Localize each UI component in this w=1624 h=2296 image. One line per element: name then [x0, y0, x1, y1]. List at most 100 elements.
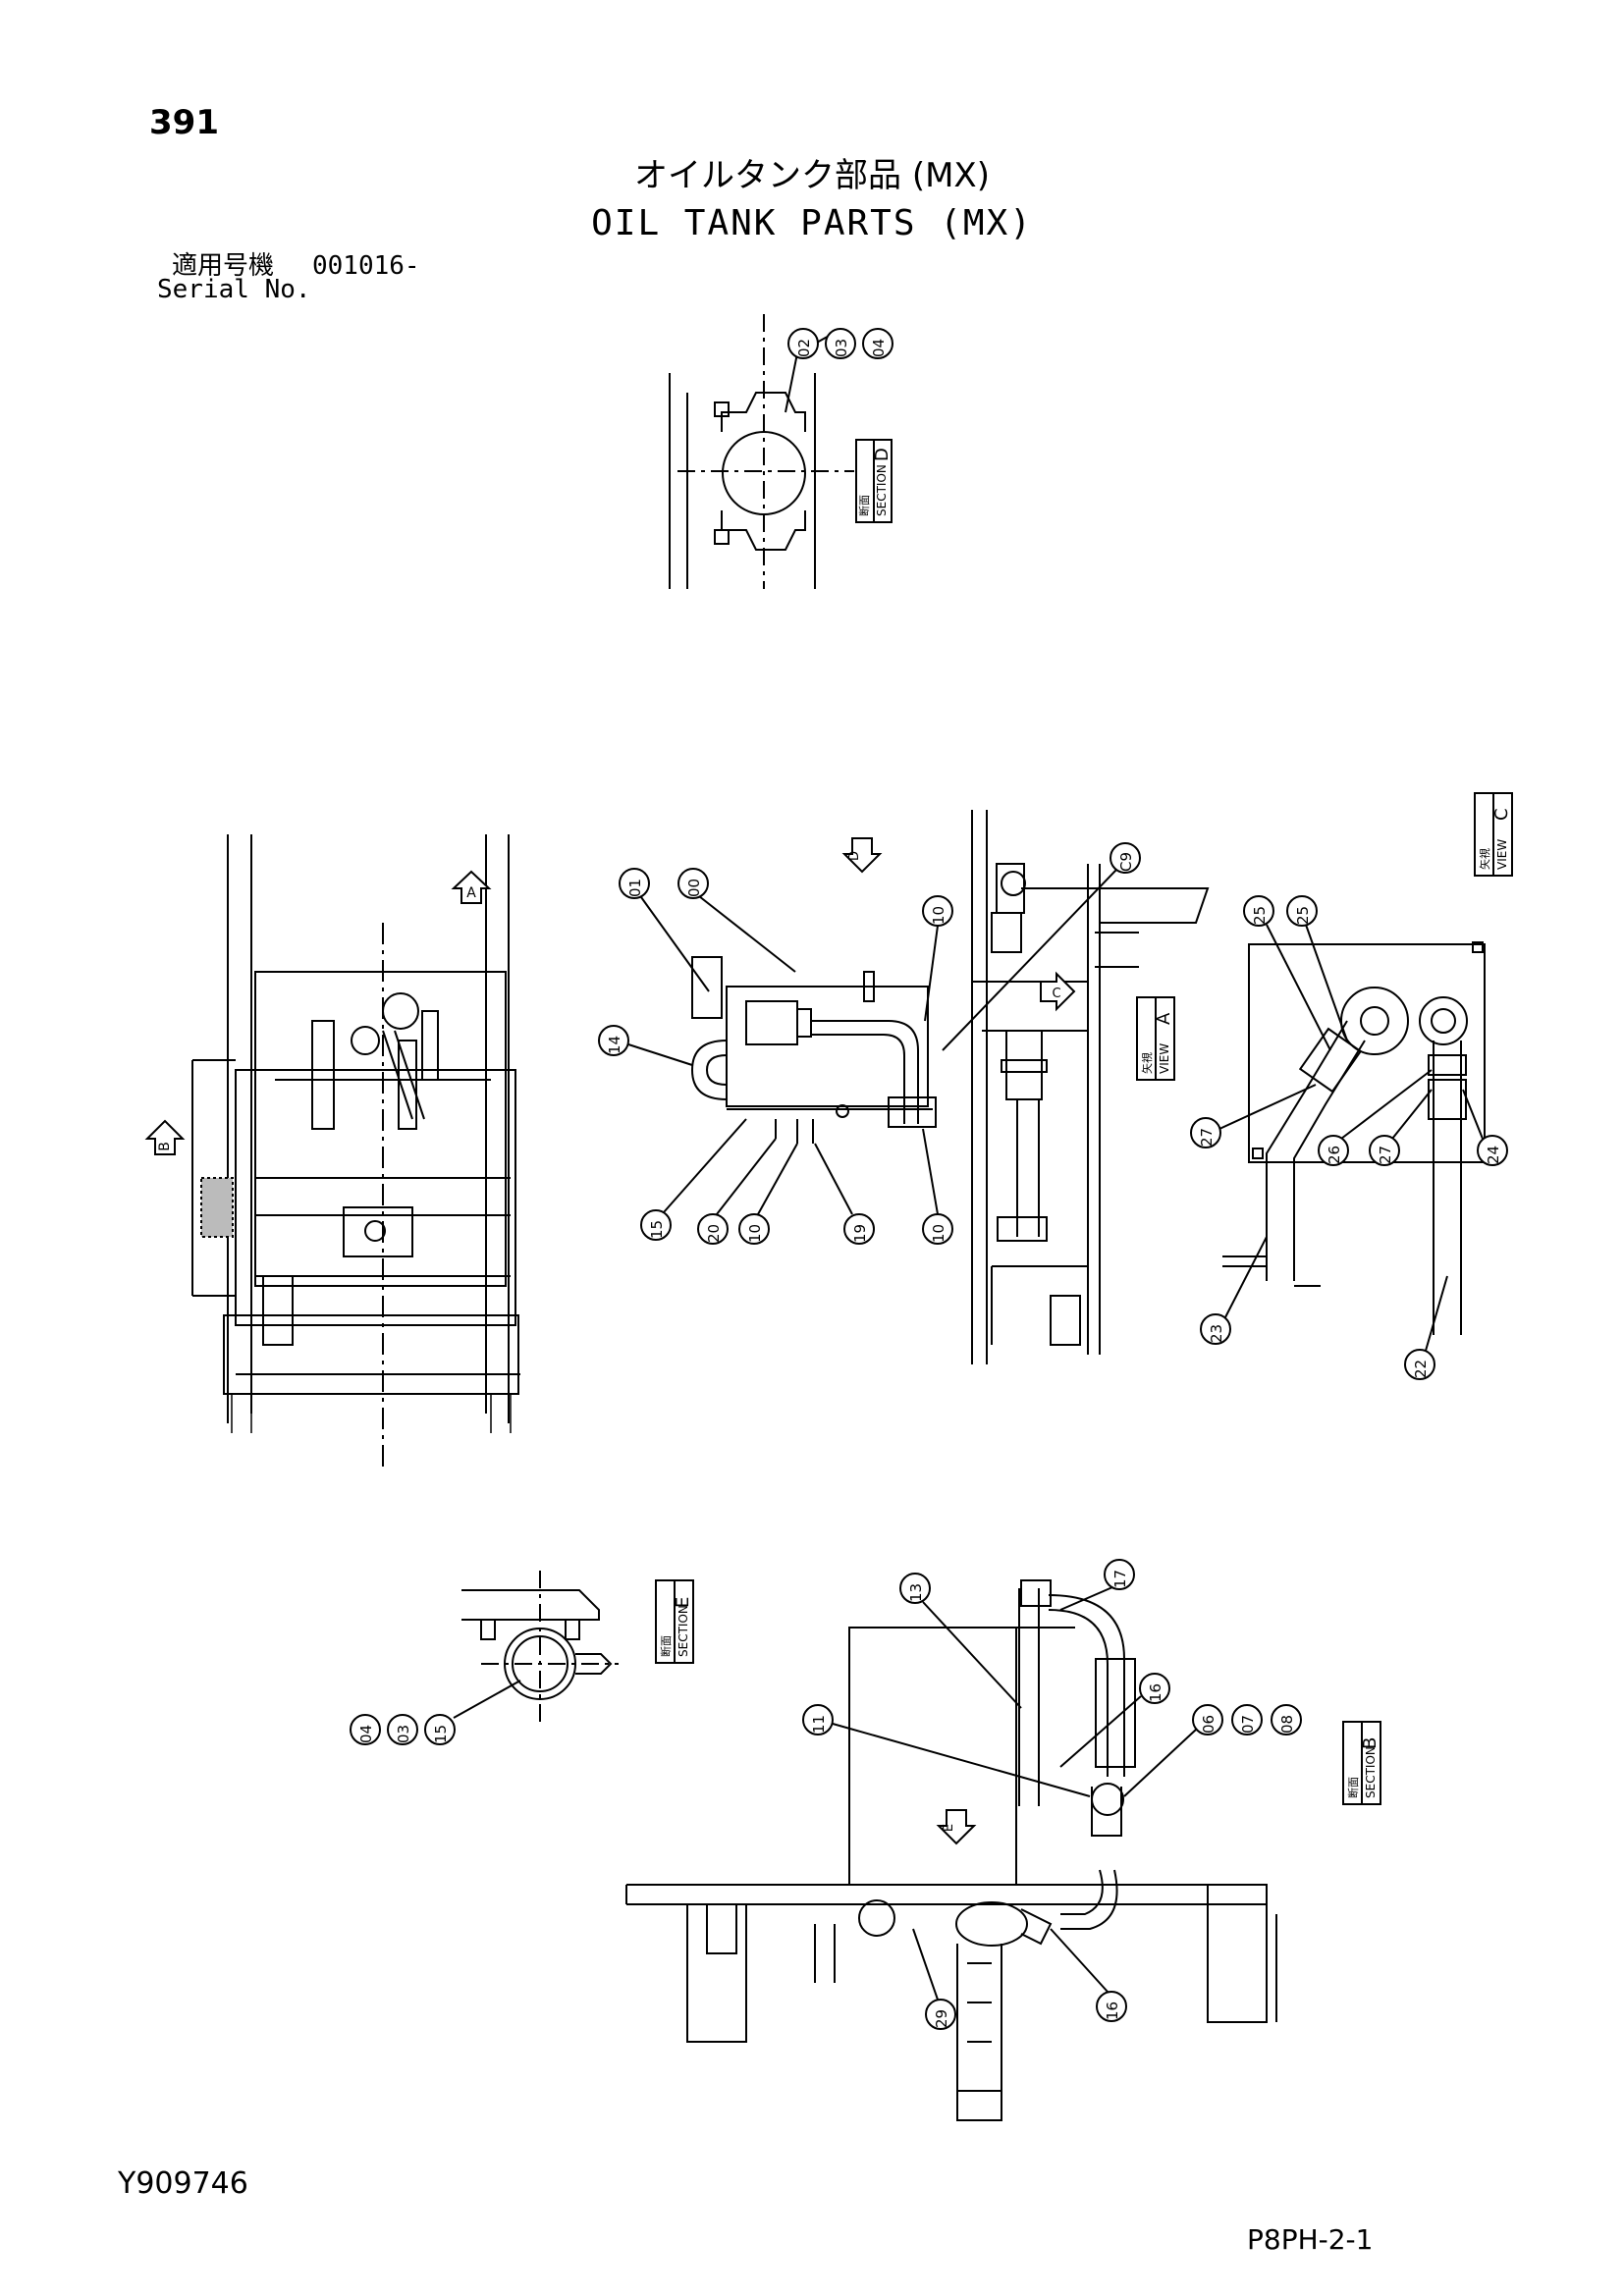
callout-m-10-top: 10	[922, 895, 953, 1022]
svg-text:B: B	[157, 1142, 173, 1151]
view-c-drawing	[1222, 941, 1486, 1335]
callout-c-27-right: 27	[1369, 1089, 1433, 1166]
svg-text:03: 03	[833, 339, 850, 357]
callout-m-14: 14	[598, 1025, 693, 1066]
callout-d-02: 02	[787, 328, 819, 359]
view-arrow-b: B	[144, 1119, 186, 1155]
svg-text:VIEW: VIEW	[1158, 1043, 1171, 1074]
svg-text:08: 08	[1278, 1715, 1296, 1734]
section-d-label: 断面 SECTION D	[855, 439, 893, 523]
callout-b-07: 07	[1231, 1704, 1263, 1735]
callout-b-13: 13	[899, 1573, 1022, 1709]
callout-m-c9: C9	[942, 842, 1141, 1051]
svg-text:SECTION: SECTION	[677, 1605, 690, 1657]
callout-e-04: 04	[350, 1714, 381, 1745]
svg-text:E: E	[673, 1597, 693, 1608]
svg-text:27: 27	[1198, 1128, 1216, 1147]
svg-text:14: 14	[606, 1036, 623, 1054]
svg-text:16: 16	[1104, 2002, 1121, 2020]
svg-text:23: 23	[1208, 1324, 1225, 1343]
svg-text:29: 29	[933, 2009, 950, 2028]
callout-b-16-bottom: 16	[1050, 1928, 1127, 2022]
callout-m-10-bottom: 10	[922, 1128, 953, 1245]
callout-m-00: 00	[677, 868, 796, 973]
section-e-drawing	[461, 1571, 619, 1728]
section-d-letter: D	[872, 448, 893, 461]
svg-text:A: A	[1154, 1012, 1174, 1025]
middle-tank-view	[690, 956, 937, 1144]
section-d-drawing	[669, 314, 854, 589]
callout-c-25-left: 25	[1243, 895, 1331, 1051]
serial-label-english: Serial No.	[157, 275, 311, 304]
svg-text:VIEW: VIEW	[1495, 839, 1509, 870]
view-arrow-a: A	[451, 870, 492, 904]
page-reference: P8PH-2-1	[1247, 2223, 1374, 2256]
callout-b-06: 06	[1123, 1704, 1223, 1797]
svg-text:SECTION: SECTION	[1364, 1746, 1378, 1798]
svg-text:00: 00	[685, 879, 703, 897]
svg-text:矢視: 矢視	[1140, 1052, 1154, 1074]
serial-label-japanese: 適用号機	[172, 251, 275, 281]
svg-text:D: D	[847, 851, 862, 861]
svg-text:断面: 断面	[1346, 1777, 1360, 1798]
section-d-en: SECTION	[875, 464, 889, 516]
callout-c-23: 23	[1200, 1236, 1268, 1345]
page-title-japanese: オイルタンク部品 (MX)	[634, 156, 990, 195]
svg-text:20: 20	[705, 1224, 723, 1243]
callout-c-26: 26	[1318, 1069, 1433, 1166]
svg-text:A: A	[466, 885, 476, 901]
callout-b-11: 11	[802, 1704, 1091, 1797]
svg-text:10: 10	[930, 1224, 947, 1243]
svg-text:C: C	[1491, 808, 1512, 821]
svg-text:断面: 断面	[659, 1635, 673, 1657]
svg-text:C: C	[1052, 987, 1060, 1001]
svg-text:10: 10	[930, 906, 947, 925]
svg-text:E: E	[942, 1824, 956, 1832]
left-plan-view	[191, 834, 520, 1472]
svg-text:02: 02	[795, 339, 813, 357]
callout-e-15: 15	[424, 1680, 521, 1745]
svg-text:15: 15	[432, 1725, 450, 1743]
serial-value: 001016-	[312, 251, 420, 281]
callout-m-01: 01	[619, 868, 710, 992]
callout-b-17: 17	[1059, 1559, 1135, 1611]
callout-b-29: 29	[912, 1928, 956, 2030]
svg-text:25: 25	[1251, 906, 1269, 925]
section-b-drawing	[625, 1579, 1277, 2121]
callout-d-04: 04	[862, 328, 893, 359]
view-a-label: 矢視 VIEW A	[1136, 996, 1175, 1081]
view-a-drawing	[971, 810, 1210, 1364]
callout-m-19: 19	[814, 1143, 875, 1245]
callout-c-27-left: 27	[1190, 1084, 1317, 1148]
callout-m-20: 20	[697, 1138, 777, 1245]
document-code: Y909746	[118, 2166, 248, 2201]
svg-text:22: 22	[1412, 1360, 1430, 1378]
page-number: 391	[149, 103, 219, 142]
svg-text:03: 03	[395, 1725, 412, 1743]
svg-text:13: 13	[907, 1583, 925, 1602]
svg-text:矢視: 矢視	[1478, 848, 1491, 870]
view-arrow-e: E	[936, 1809, 977, 1845]
section-b-label: 断面 SECTION B	[1342, 1721, 1381, 1805]
section-d-jp: 断面	[857, 495, 871, 516]
svg-text:07: 07	[1239, 1715, 1257, 1734]
callout-e-03: 03	[387, 1714, 418, 1745]
svg-text:15: 15	[648, 1220, 666, 1239]
svg-text:01: 01	[626, 879, 644, 897]
callout-c-22: 22	[1404, 1275, 1448, 1380]
callout-b-16-top: 16	[1059, 1673, 1170, 1768]
svg-text:10: 10	[746, 1224, 764, 1243]
callout-d-03: 03	[825, 328, 856, 359]
svg-text:19: 19	[851, 1224, 869, 1243]
page-title-english: OIL TANK PARTS (MX)	[591, 203, 1033, 243]
callout-m-10-mid: 10	[738, 1143, 798, 1245]
callout-b-08: 08	[1271, 1704, 1302, 1735]
view-arrow-c: C	[1040, 971, 1076, 1012]
svg-text:04: 04	[357, 1725, 375, 1743]
svg-text:11: 11	[810, 1715, 828, 1734]
svg-text:04: 04	[870, 339, 888, 357]
svg-text:B: B	[1360, 1737, 1380, 1749]
svg-text:06: 06	[1200, 1715, 1218, 1734]
svg-text:C9: C9	[1117, 852, 1135, 872]
